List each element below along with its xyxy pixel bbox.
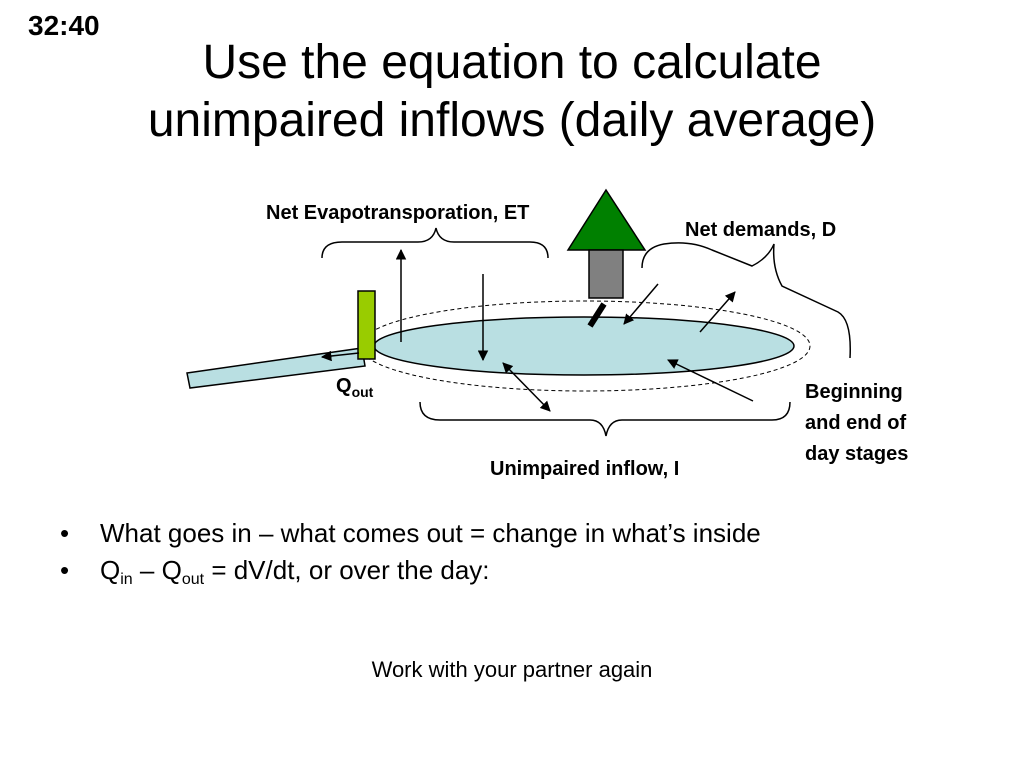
demands-label: Net demands, D [685,219,836,241]
et-label: Net Evapotransporation, ET [266,202,529,224]
stages-label-line-3: day stages [805,443,908,465]
q-in-subscript: in [120,571,132,588]
stages-label-line-1: Beginning [805,381,903,403]
reservoir [374,317,794,375]
minus-sign: – [133,555,162,585]
qout-label: Qout [336,375,374,400]
tree-trunk-icon [589,250,623,298]
stages-label-line-2: and end of [805,412,906,434]
bullet-item-2: Qin – Qout = dV/dt, or over the day: [60,552,761,589]
q-in-symbol: Q [100,555,120,585]
tree-icon [568,190,645,250]
qout-label-main: Q [336,375,352,397]
q-out-subscript: out [182,571,204,588]
dam-gate [358,291,375,359]
stages-label: Beginning and end of day stages [805,381,912,465]
et-brace [322,228,548,258]
bullet-item-1: What goes in – what comes out = change i… [60,515,761,552]
footer-note: Work with your partner again [0,656,1024,684]
inflow-brace [420,402,790,436]
equation-rest: = dV/dt, or over the day: [204,555,489,585]
qout-label-sub: out [352,384,374,400]
q-out-symbol: Q [162,555,182,585]
bullet-list: What goes in – what comes out = change i… [60,515,761,589]
inflow-label: Unimpaired inflow, I [490,458,679,480]
